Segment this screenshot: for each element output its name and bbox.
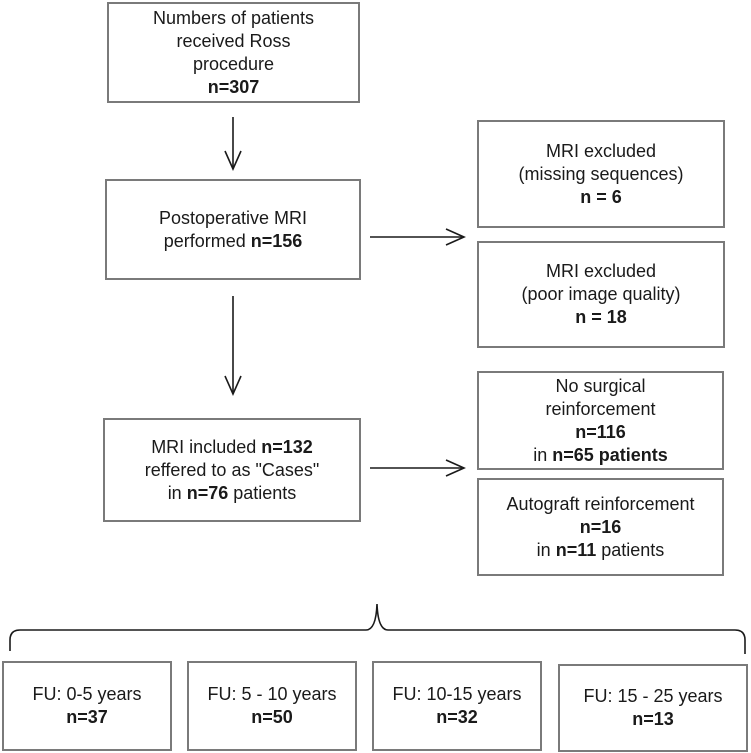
excluded-quality-line-2: (poor image quality) — [521, 284, 681, 304]
mri-performed-count: n=156 — [250, 230, 303, 251]
mri-included-in: in — [167, 482, 182, 503]
autograft-patients: patients — [601, 539, 665, 560]
followup-box-15-25-years: FU: 15 - 25 years n=13 — [558, 664, 748, 752]
excluded-missing-line-1: MRI excluded — [545, 140, 657, 161]
followup-box-10-15-years: FU: 10-15 years n=32 — [372, 661, 542, 751]
mri-performed-line-2: performed — [163, 230, 246, 251]
mri-included-patients-count: n=76 — [186, 482, 229, 503]
autograft-reinforcement-box: Autograft reinforcement n=16 in n=11 pat… — [477, 478, 724, 576]
followup-count: n=50 — [251, 707, 293, 727]
mri-included-count: n=132 — [261, 436, 313, 457]
start-line-1: Numbers of patients — [152, 7, 315, 28]
autograft-line-1: Autograft reinforcement — [506, 493, 695, 514]
autograft-in: in — [536, 539, 551, 560]
autograft-patients-count: n=11 — [555, 539, 597, 560]
followup-box-0-5-years: FU: 0-5 years n=37 — [2, 661, 172, 751]
start-line-3: procedure — [192, 53, 275, 74]
followup-box-5-10-years: FU: 5 - 10 years n=50 — [187, 661, 357, 751]
mri-included-patients: patients — [233, 482, 297, 503]
mri-included-box: MRI included n=132 reffered to as "Cases… — [103, 418, 361, 522]
no-reinforcement-box: No surgical reinforcement n=116 in n=65 … — [477, 371, 724, 470]
followup-label: FU: 10-15 years — [392, 684, 522, 704]
no-reinforcement-in: in — [533, 444, 548, 465]
no-reinforcement-line-1: No surgical — [555, 375, 646, 396]
autograft-count: n=16 — [579, 516, 622, 537]
no-reinforcement-line-2: reinforcement — [545, 398, 656, 419]
mri-included-line-1: MRI included — [151, 436, 257, 457]
patients-ross-procedure-box: Numbers of patients received Ross proced… — [107, 2, 360, 103]
excluded-quality-count: n = 18 — [575, 307, 627, 327]
excluded-poor-quality-box: MRI excluded (poor image quality) n = 18 — [477, 241, 725, 348]
followup-count: n=13 — [632, 709, 674, 729]
start-line-2: received Ross — [176, 30, 291, 51]
followup-count: n=32 — [436, 707, 478, 727]
excluded-missing-count: n = 6 — [580, 186, 622, 207]
excluded-quality-line-1: MRI excluded — [545, 261, 657, 281]
followup-label: FU: 15 - 25 years — [583, 686, 723, 706]
no-reinforcement-patients: n=65 patients — [552, 444, 668, 465]
postoperative-mri-box: Postoperative MRI performed n=156 — [105, 179, 361, 280]
excluded-missing-line-2: (missing sequences) — [518, 163, 684, 184]
no-reinforcement-count: n=116 — [575, 421, 626, 442]
mri-performed-line-1: Postoperative MRI — [158, 207, 308, 228]
followup-label: FU: 0-5 years — [32, 684, 142, 704]
followup-label: FU: 5 - 10 years — [207, 684, 337, 704]
mri-included-line-2: reffered to as "Cases" — [144, 459, 320, 480]
start-count: n=307 — [207, 76, 260, 97]
followup-brace — [9, 603, 746, 654]
followup-count: n=37 — [66, 707, 108, 727]
excluded-missing-sequences-box: MRI excluded (missing sequences) n = 6 — [477, 120, 725, 228]
